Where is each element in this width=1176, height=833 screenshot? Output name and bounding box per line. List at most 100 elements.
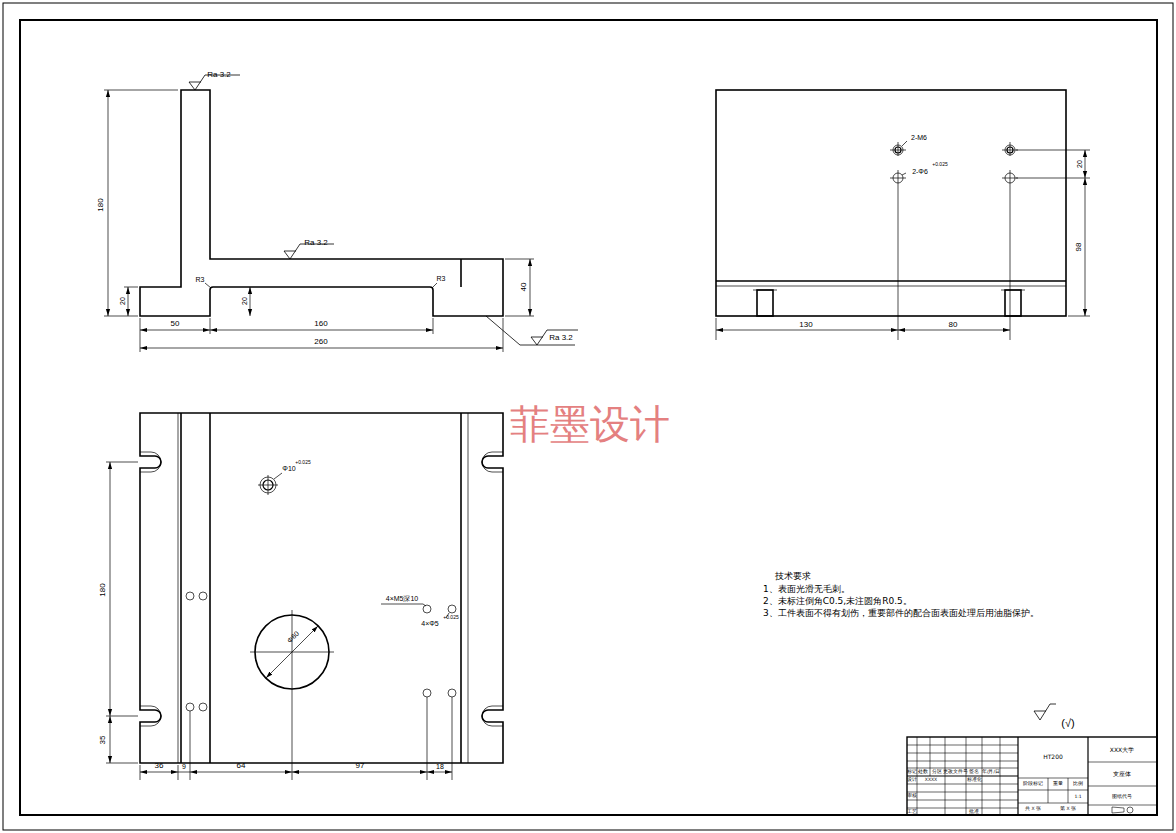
- roughness-label: (√): [1061, 718, 1074, 729]
- front-view-dimension: [503, 318, 504, 352]
- roughness-symbol: [1034, 711, 1046, 712]
- title-cell: 1:1: [1074, 795, 1081, 800]
- top-view-detail: [448, 605, 456, 613]
- title-block: [907, 753, 1018, 754]
- side-view-detail: [716, 286, 1066, 287]
- dimension-value: 98: [1075, 243, 1083, 252]
- dimension-value: 20: [241, 297, 248, 305]
- top-view-detail: [468, 413, 469, 763]
- side-view-dimension: [716, 330, 898, 331]
- title-block: [1127, 807, 1133, 813]
- side-view-dimension: [1085, 178, 1086, 316]
- note-line: 1、表面光滑无毛刺。: [763, 585, 850, 594]
- side-view-outline: [716, 90, 1066, 316]
- side-view-dimension: [716, 141, 1090, 340]
- top-view-dimension: [178, 772, 190, 773]
- title-block: [907, 768, 1018, 769]
- front-view-dimension: [140, 348, 503, 349]
- title-block: [945, 737, 946, 815]
- side-view-detail: [716, 142, 1066, 290]
- radius-label: R3: [196, 276, 205, 283]
- front-view-dimension: [140, 318, 141, 352]
- dimension-value: 20: [1076, 160, 1083, 168]
- note-heading: 技术要求: [775, 572, 811, 581]
- title-cell: 分区: [932, 770, 942, 775]
- dimension-value: 97: [356, 762, 365, 770]
- hole-callout: 4×Φ5: [421, 620, 438, 627]
- front-view-dimension: [124, 287, 138, 288]
- top-view-dimension: [106, 763, 138, 764]
- title-block: [907, 792, 1018, 793]
- top-view-dimension: [178, 765, 179, 780]
- top-view-detail: [199, 703, 207, 711]
- front-view-dimension: [433, 318, 434, 334]
- top-view-detail: [186, 592, 194, 600]
- top-view-dimension: [266, 626, 318, 678]
- side-view-dimension: [1068, 316, 1090, 317]
- title-cell: 标准化: [967, 778, 982, 783]
- side-view-dimension: [1085, 150, 1086, 178]
- top-view-detail: [140, 413, 503, 780]
- title-cell: 更改文件号: [943, 770, 968, 775]
- title-cell: XXX大学: [1110, 747, 1134, 753]
- side-view-outline: [757, 290, 773, 316]
- side-view-detail: [1010, 142, 1011, 156]
- drawing-frame: [20, 20, 1157, 815]
- title-block: [1088, 762, 1157, 763]
- title-cell: 审核: [907, 794, 917, 799]
- top-view-dimension: [190, 772, 292, 773]
- title-cell: 支座体: [1113, 771, 1131, 777]
- dimension-value: 260: [314, 338, 327, 346]
- top-view-detail: [186, 703, 194, 711]
- title-cell: 共 X 张: [1025, 807, 1041, 812]
- dimension-value: 180: [97, 198, 105, 211]
- title-block: [907, 737, 1157, 815]
- top-view-dimension: [110, 716, 111, 763]
- top-view-dimension: [274, 473, 282, 479]
- title-block: [907, 761, 1018, 762]
- top-view-detail: [423, 605, 431, 613]
- top-view-outline: [180, 413, 182, 763]
- dimension-value: 180: [99, 583, 107, 596]
- title-cell: 处数: [918, 770, 928, 775]
- side-view-outline: [1005, 290, 1021, 316]
- top-view-detail: [140, 452, 161, 472]
- title-block: [1018, 790, 1088, 791]
- dimension-value: 20: [119, 297, 126, 305]
- title-block: [1018, 803, 1088, 804]
- roughness-symbol: [486, 316, 575, 345]
- roughness-symbol: [531, 330, 578, 345]
- top-view-outline: [209, 413, 211, 763]
- dimension-value: 40: [520, 283, 528, 292]
- hole-callout: Φ60: [286, 630, 300, 644]
- top-view-detail: [482, 452, 503, 472]
- top-view-dimension: [110, 462, 111, 716]
- title-block: [907, 745, 1018, 746]
- roughness-symbol: [284, 251, 296, 252]
- top-view-detail: [423, 689, 431, 697]
- top-view-detail: [199, 592, 207, 600]
- top-view-detail: [448, 689, 456, 697]
- roughness-label: Ra 3.2: [549, 334, 573, 342]
- top-view-outline: [140, 413, 503, 763]
- top-view-dimension: [106, 462, 138, 463]
- title-cell: 签名: [969, 770, 979, 775]
- front-view-outline: [460, 259, 462, 287]
- side-view-outline: [716, 90, 1066, 316]
- title-block: [982, 737, 983, 815]
- top-view-outline: [460, 413, 462, 763]
- title-cell: 批准: [969, 810, 979, 815]
- top-view-dimension: [292, 772, 427, 773]
- top-view-dimension: [106, 716, 138, 717]
- side-view-detail: [1001, 290, 1025, 291]
- title-block: [1088, 786, 1157, 787]
- radius-label: R3: [437, 275, 446, 282]
- front-view-dimension: [210, 330, 433, 331]
- top-view-detail: [268, 475, 269, 495]
- watermark: 菲墨设计: [510, 404, 670, 444]
- hole-callout: 2-M6: [911, 134, 927, 141]
- top-view-detail: [140, 706, 161, 726]
- note-line: 2、未标注倒角C0.5,未注圆角R0.5。: [763, 597, 912, 606]
- top-view-detail: [178, 413, 179, 763]
- title-block: [907, 808, 1018, 809]
